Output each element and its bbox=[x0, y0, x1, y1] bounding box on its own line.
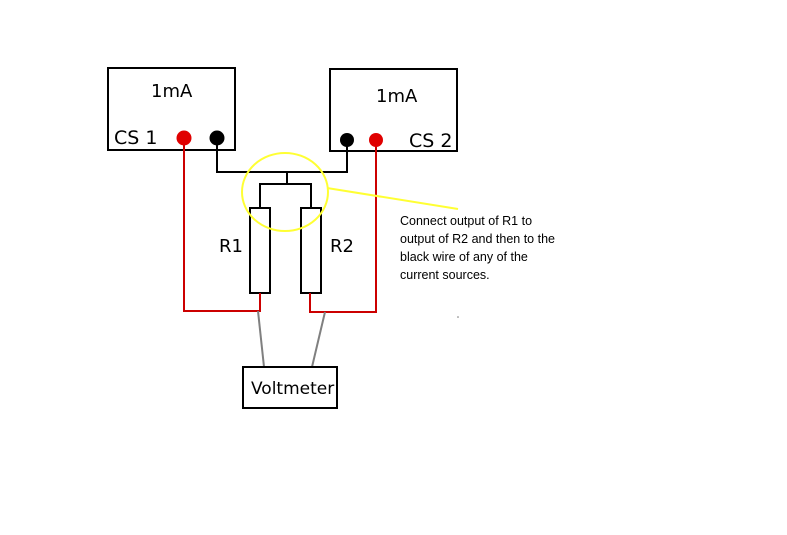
annotation-pointer-line bbox=[326, 187, 459, 210]
resistor-r1-label: R1 bbox=[219, 236, 243, 257]
meter-probe-left bbox=[257, 310, 265, 368]
annotation-line-2: output of R2 and then to the bbox=[400, 232, 555, 246]
cs1-positive-terminal bbox=[176, 130, 192, 146]
cs2-red-wire bbox=[309, 141, 377, 313]
current-source-2-value: 1mA bbox=[376, 86, 418, 107]
resistor-r1 bbox=[249, 207, 271, 294]
meter-probe-wires bbox=[257, 310, 326, 368]
cs2-negative-terminal bbox=[340, 133, 354, 147]
annotation-line-4: current sources. bbox=[400, 268, 490, 282]
current-source-2-name: CS 2 bbox=[409, 130, 452, 152]
annotation-note: Connect output of R1 to output of R2 and… bbox=[400, 212, 580, 284]
current-source-1-name: CS 1 bbox=[114, 127, 157, 149]
highlight-circle bbox=[241, 152, 329, 232]
cs2-positive-terminal bbox=[369, 133, 383, 147]
voltmeter-label: Voltmeter bbox=[251, 379, 334, 399]
resistor-r2 bbox=[300, 207, 322, 294]
annotation-line-1: Connect output of R1 to bbox=[400, 214, 533, 228]
meter-probe-right bbox=[311, 311, 326, 368]
black-wires bbox=[216, 140, 348, 208]
red-wires bbox=[183, 140, 377, 313]
cs1-red-wire bbox=[183, 140, 261, 312]
voltmeter-box bbox=[242, 366, 338, 409]
resistor-lead-bar bbox=[259, 183, 312, 208]
current-source-1-value: 1mA bbox=[151, 81, 193, 102]
resistor-r2-label: R2 bbox=[330, 236, 354, 257]
stray-dot bbox=[457, 316, 459, 318]
cs1-negative-terminal bbox=[209, 130, 225, 146]
cs1-black-wire bbox=[216, 140, 348, 173]
annotation-line-3: black wire of any of the bbox=[400, 250, 528, 264]
